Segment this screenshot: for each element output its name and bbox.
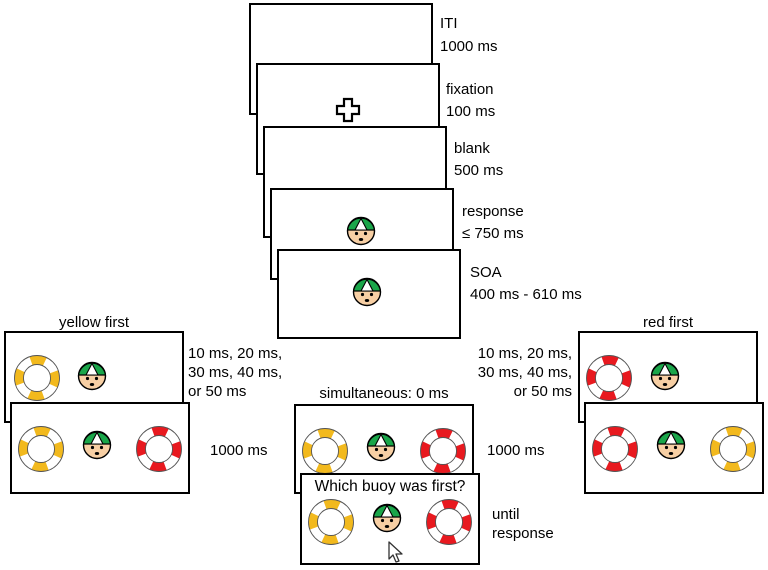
simultaneous-title: simultaneous: 0 ms [319, 385, 449, 402]
face-icon [656, 430, 686, 465]
face-icon [346, 216, 376, 251]
screen-yellow-first-both [10, 402, 190, 494]
red-buoy-icon [584, 353, 634, 408]
fixation-name: fixation [446, 81, 494, 98]
yellow-buoy-icon [12, 353, 62, 408]
yellow-first-delays: 10 ms, 20 ms, 30 ms, 40 ms, or 50 ms [188, 345, 283, 400]
screen-soa [277, 249, 461, 339]
blank-duration: 500 ms [454, 162, 504, 179]
simultaneous-duration: 1000 ms [487, 442, 545, 459]
face-icon [366, 432, 396, 467]
fixation-duration: 100 ms [446, 103, 496, 120]
response-name: response [462, 203, 524, 220]
face-icon [352, 277, 382, 312]
yellow-first-duration: 1000 ms [210, 442, 268, 459]
face-icon [77, 361, 107, 396]
blank-name: blank [454, 140, 490, 157]
soa-name: SOA [470, 264, 502, 281]
fixation-cross-icon [335, 97, 361, 123]
iti-duration: 1000 ms [440, 38, 498, 55]
red-buoy-icon [134, 424, 184, 479]
yellow-first-title: yellow first [58, 314, 129, 331]
face-icon [650, 361, 680, 396]
yellow-buoy-icon [708, 424, 758, 479]
screen-question[interactable]: Which buoy was first? [300, 473, 480, 565]
soa-duration: 400 ms - 610 ms [470, 286, 582, 303]
question-prompt: Which buoy was first? [314, 478, 466, 495]
question-duration: until response [492, 506, 554, 542]
red-buoy-icon [590, 424, 640, 479]
mouse-cursor-icon [388, 541, 403, 563]
red-first-delays: 10 ms, 20 ms, 30 ms, 40 ms, or 50 ms [477, 345, 572, 400]
red-buoy-icon[interactable] [424, 497, 474, 552]
yellow-buoy-icon [16, 424, 66, 479]
response-duration: ≤ 750 ms [462, 225, 524, 242]
yellow-buoy-icon[interactable] [306, 497, 356, 552]
face-icon [82, 430, 112, 465]
face-icon [372, 503, 402, 538]
screen-red-first-both [584, 402, 764, 494]
red-first-title: red first [642, 314, 693, 331]
iti-name: ITI [440, 15, 458, 32]
